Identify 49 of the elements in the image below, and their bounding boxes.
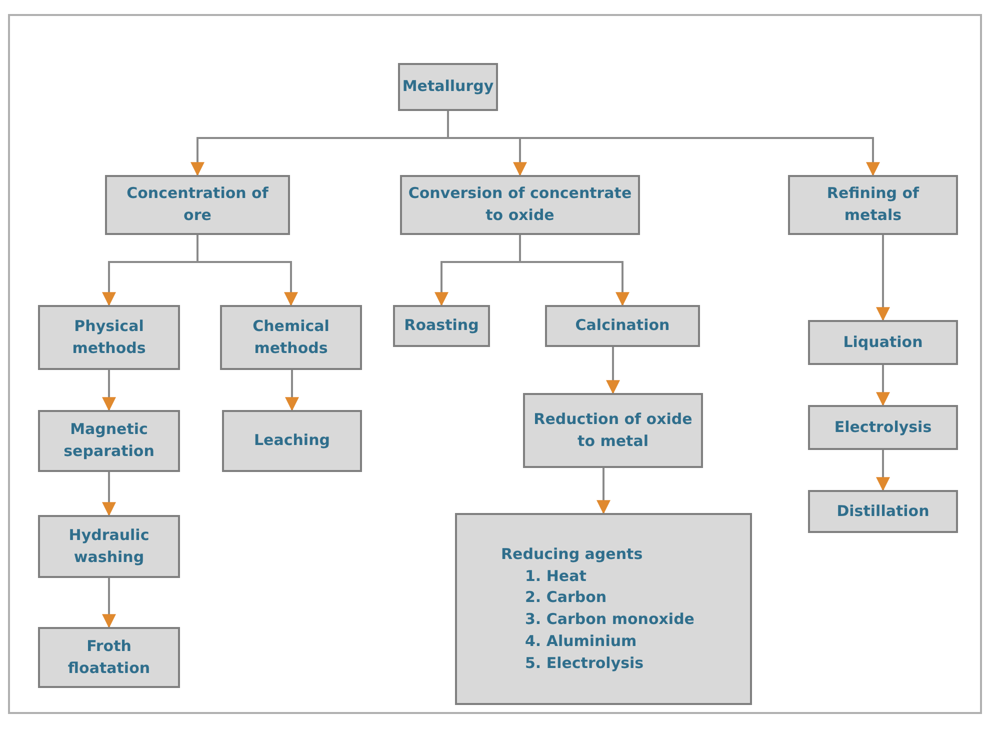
process-box (38, 515, 180, 578)
arrow (876, 450, 890, 492)
process-box (393, 305, 490, 347)
arrow (876, 235, 890, 322)
box-label: Chemical methods (252, 316, 330, 358)
list-item: 3. Carbon monoxide (524, 609, 694, 630)
box-label: Electrolysis (834, 416, 932, 438)
process-box (400, 175, 640, 235)
arrow (606, 347, 620, 394)
arrow (519, 235, 630, 306)
process-box (808, 405, 958, 450)
process-box (523, 393, 703, 468)
arrow (876, 365, 890, 406)
box-label: Physical methods (71, 316, 147, 358)
list-item: 2. Carbon (524, 587, 607, 608)
arrow (285, 370, 299, 412)
box-label: Liquation (843, 332, 923, 353)
box-label: Hydraulic washing (68, 524, 150, 568)
box-label: Calcination (575, 315, 670, 336)
box-label: Reduction of oxide to metal (532, 408, 694, 452)
process-box (455, 513, 752, 705)
box-label: Conversion of concentrate to oxide (408, 183, 632, 226)
arrow (102, 370, 116, 412)
process-box (398, 63, 498, 111)
box-label: Metallurgy (402, 76, 494, 98)
list-item: 5. Electrolysis (524, 652, 644, 674)
process-box (38, 410, 180, 472)
box-label: Concentration of ore (126, 183, 270, 226)
process-box (788, 175, 958, 235)
process-box (220, 305, 362, 370)
arrow (102, 578, 116, 628)
list-item: 4. Aluminium (524, 630, 637, 652)
process-box (105, 175, 290, 235)
arrow (596, 468, 610, 514)
process-box (545, 305, 700, 347)
process-box (808, 490, 958, 533)
process-box (38, 305, 180, 370)
process-box (222, 410, 362, 472)
process-box (38, 627, 180, 688)
list-heading: Reducing agents (501, 544, 643, 565)
box-label: Leaching (254, 430, 330, 452)
box-label: Distillation (836, 500, 930, 522)
arrow (102, 472, 116, 516)
box-label: Froth floatation (66, 636, 152, 678)
box-label: Refining of metals (826, 183, 920, 226)
process-box (808, 320, 958, 365)
box-label: Roasting (404, 315, 479, 336)
list-item: 1. Heat (524, 566, 586, 586)
box-label: Magnetic separation (62, 419, 156, 462)
